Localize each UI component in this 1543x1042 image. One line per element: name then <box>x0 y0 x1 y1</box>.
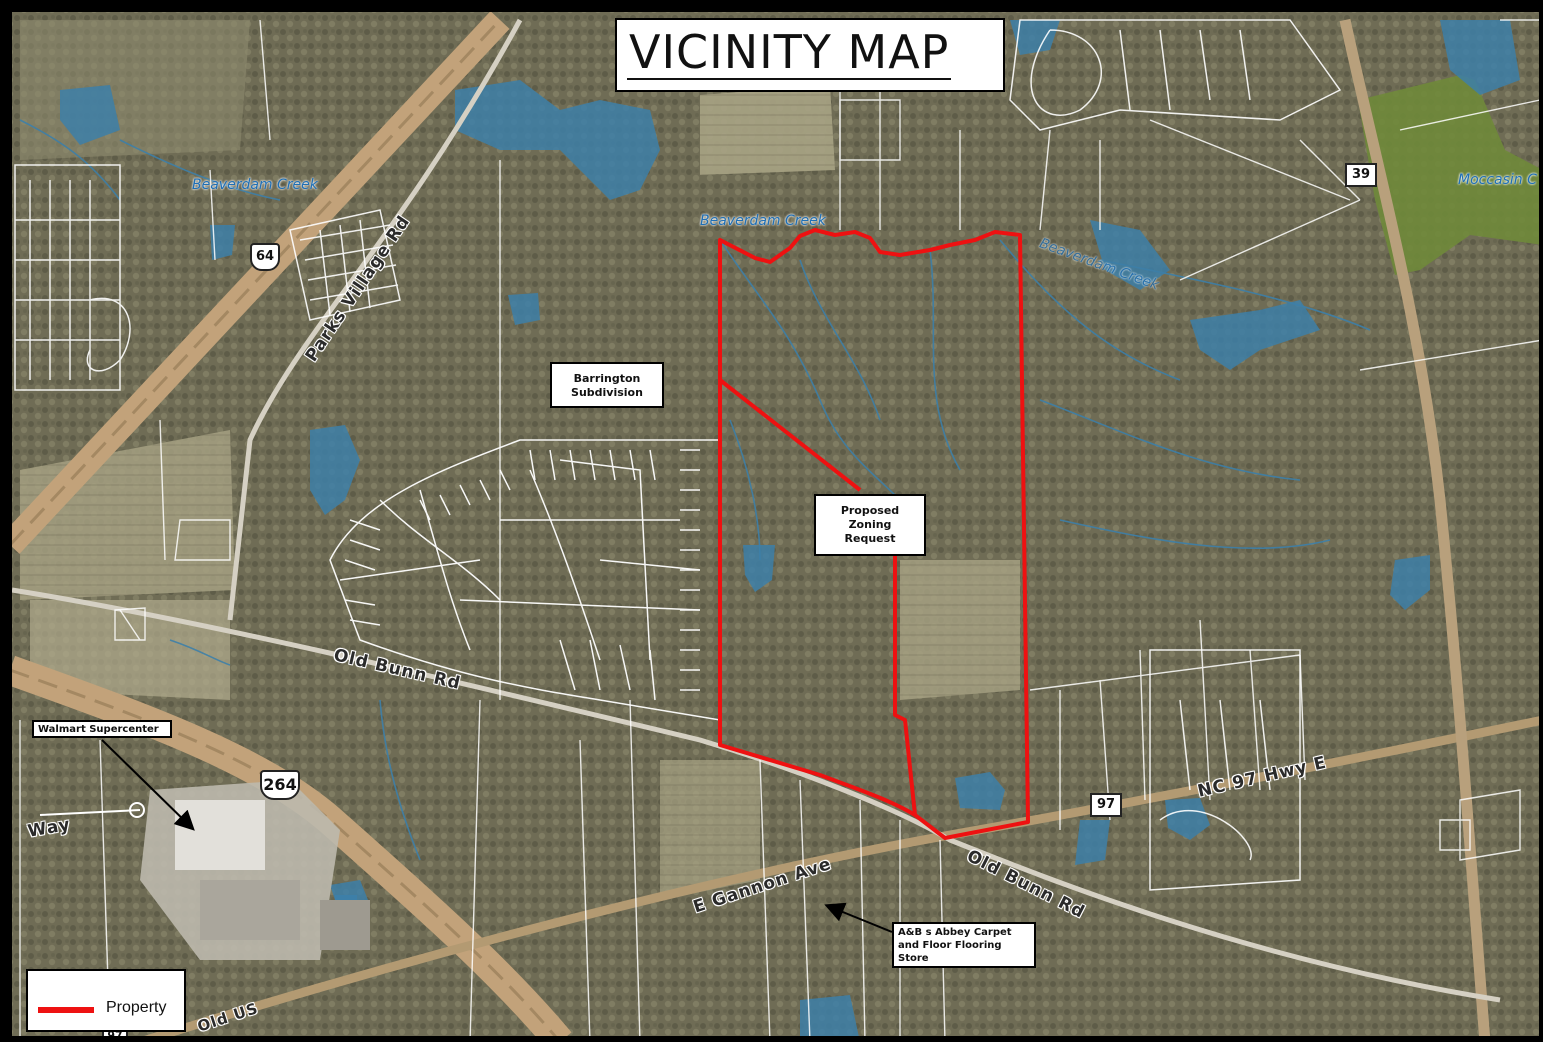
subdivision-lots <box>329 439 721 721</box>
barrington-subdivision-label: Barrington Subdivision <box>550 362 664 408</box>
field-patch <box>660 760 760 900</box>
field-patch <box>30 600 230 700</box>
parcel-lines <box>19 19 1543 1042</box>
us-264-shield: 264 <box>260 770 300 800</box>
abbey-label-line1: A&B s Abbey Carpet <box>898 927 1012 938</box>
proposed-label-line1: Proposed <box>840 504 900 517</box>
proposed-label-line3: Request <box>844 532 896 545</box>
water-bodies <box>60 20 1520 1042</box>
field-patch <box>900 560 1020 700</box>
property-boundary <box>718 228 1030 840</box>
walmart-label: Walmart Supercenter <box>32 720 172 738</box>
road-route39 <box>1339 18 1491 1042</box>
creek-label-beaverdam-1: Beaverdam Creek <box>192 177 318 193</box>
barrington-label-line2: Subdivision <box>571 386 643 399</box>
map-legend: Property <box>26 969 186 1032</box>
creek-label-moccasin: Moccasin C <box>1458 172 1537 188</box>
abbey-label-line3: Store <box>898 953 929 964</box>
abbey-label-line2: and Floor Flooring <box>898 940 1002 951</box>
highway-us64 <box>0 11 510 554</box>
streams <box>19 119 1371 861</box>
creek-label-beaverdam-2: Beaverdam Creek <box>700 213 826 229</box>
conservation-area <box>1358 75 1543 275</box>
abbey-carpet-label: A&B s Abbey Carpet and Floor Flooring St… <box>892 922 1036 968</box>
road-old-bunn <box>11 587 1501 1003</box>
map-title: VICINITY MAP <box>627 25 952 80</box>
proposed-zoning-label: Proposed Zoning Request <box>814 494 926 556</box>
field-patch <box>700 85 835 175</box>
title-box: VICINITY MAP <box>615 18 1005 92</box>
us-64-shield: 64 <box>250 243 280 271</box>
proposed-label-line2: Zoning <box>848 518 892 531</box>
route-39-shield: 39 <box>1345 163 1377 187</box>
road-nc97 <box>138 715 1543 1042</box>
legend-property-swatch <box>38 1007 94 1013</box>
legend-property-label: Property <box>106 999 167 1016</box>
route-97-shield: 97 <box>1090 793 1122 817</box>
subdivision-lots <box>14 19 1342 891</box>
road-parks-village <box>227 18 523 621</box>
barrington-label-line1: Barrington <box>573 372 641 385</box>
